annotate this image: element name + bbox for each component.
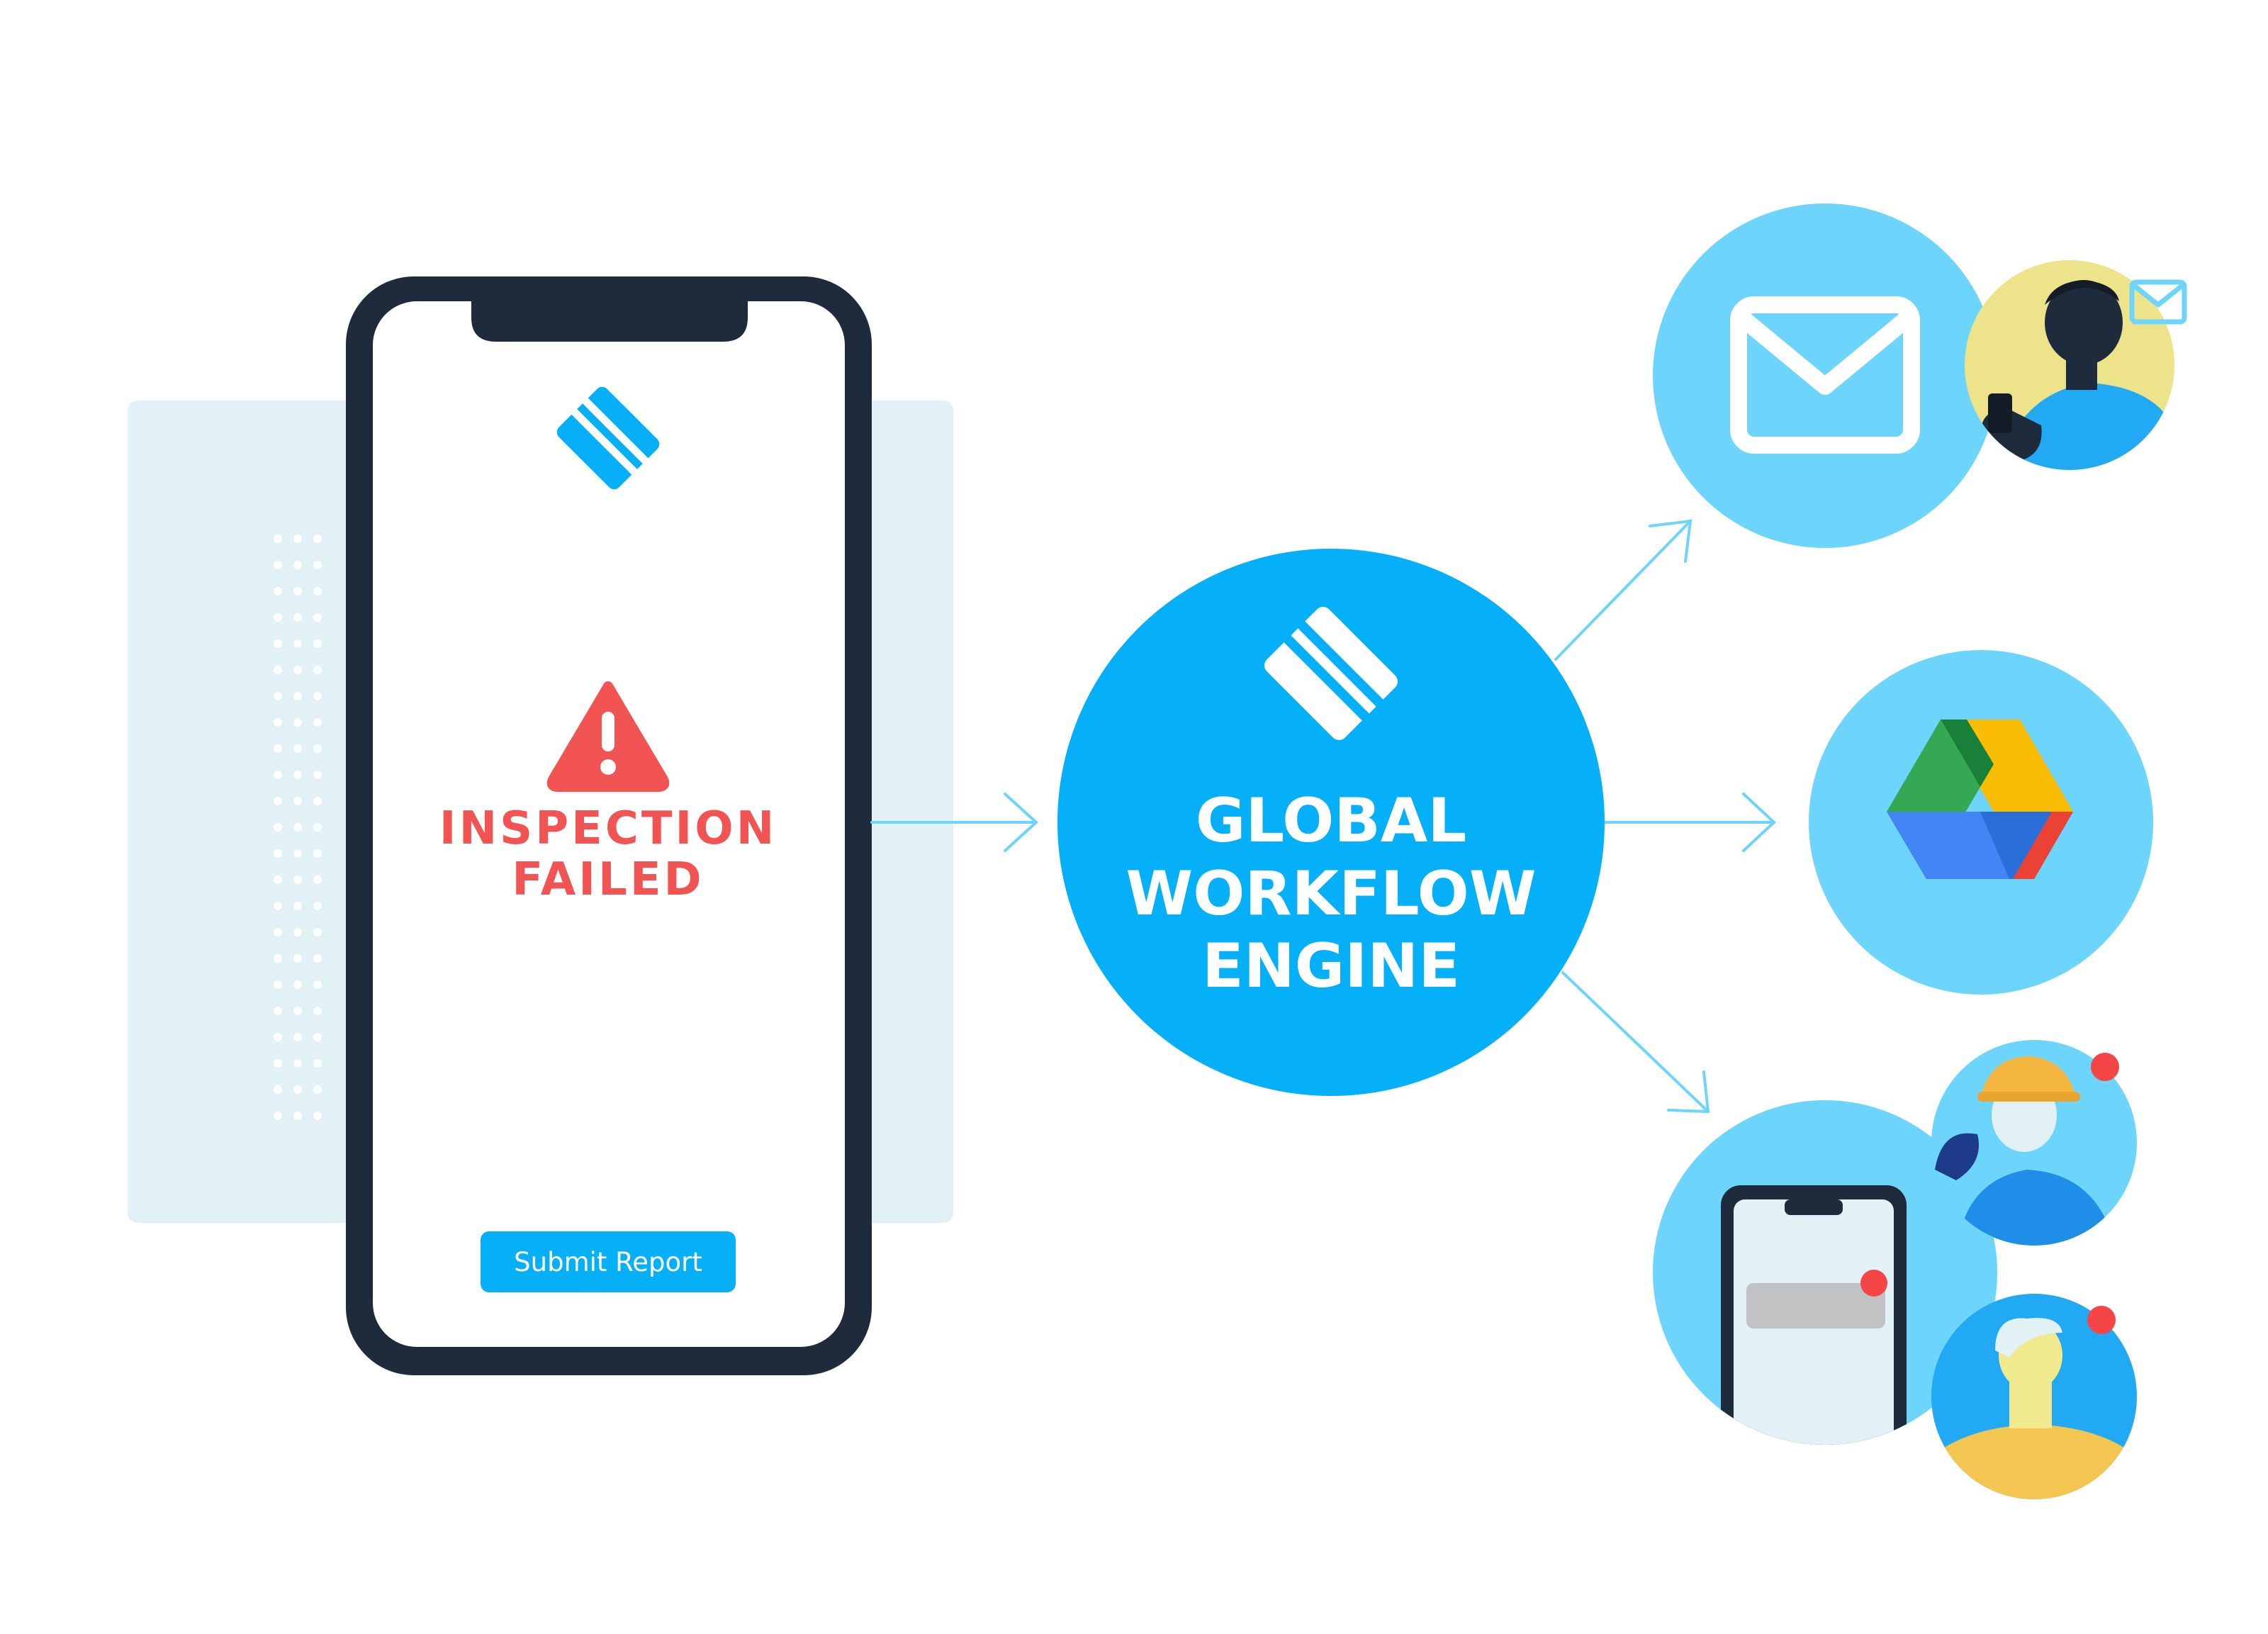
arrow-phone-to-engine: [870, 793, 1038, 852]
phone-notch: [471, 301, 748, 342]
dot-grid: [274, 535, 322, 1120]
alert-title-line2: FAILED: [512, 854, 704, 906]
drive-node: [1809, 650, 2153, 995]
warning-triangle-icon: [546, 681, 670, 792]
arrow-engine-to-mobile: [1561, 971, 1710, 1114]
engine-circle: [1057, 549, 1605, 1096]
google-drive-icon: [1887, 720, 2073, 879]
workflow-engine: GLOBAL WORKFLOW ENGINE: [1057, 549, 1605, 1096]
notification-dot: [2091, 1053, 2119, 1081]
avatar-worker-hardhat: [1931, 1040, 2137, 1246]
submit-report-label: Submit Report: [514, 1247, 702, 1277]
engine-label-line2: WORKFLOW: [1125, 858, 1536, 929]
connector-arrows: [870, 519, 1776, 1114]
mobile-notification-icon: [1721, 1185, 1907, 1445]
small-envelope-icon: [2129, 279, 2187, 325]
envelope-icon: [1730, 296, 1920, 454]
email-node: [1653, 203, 2187, 548]
brand-logo-icon: [556, 386, 660, 490]
arrow-engine-to-drive: [1604, 793, 1776, 852]
arrow-engine-to-email: [1554, 519, 1692, 661]
submit-report-button[interactable]: Submit Report: [481, 1231, 736, 1292]
avatar-person-phone: [1965, 260, 2187, 470]
engine-label-line3: ENGINE: [1202, 931, 1460, 1002]
alert-title-line1: INSPECTION: [439, 802, 777, 855]
engine-logo-icon: [1264, 606, 1398, 741]
phone-mockup: INSPECTION FAILED Submit Report: [346, 276, 872, 1375]
avatar-person-yellow: [1931, 1294, 2137, 1499]
mobile-node: [1653, 1040, 2137, 1499]
notification-dot: [2087, 1306, 2116, 1334]
phone-screen: [373, 301, 845, 1347]
engine-label-line1: GLOBAL: [1196, 785, 1466, 856]
